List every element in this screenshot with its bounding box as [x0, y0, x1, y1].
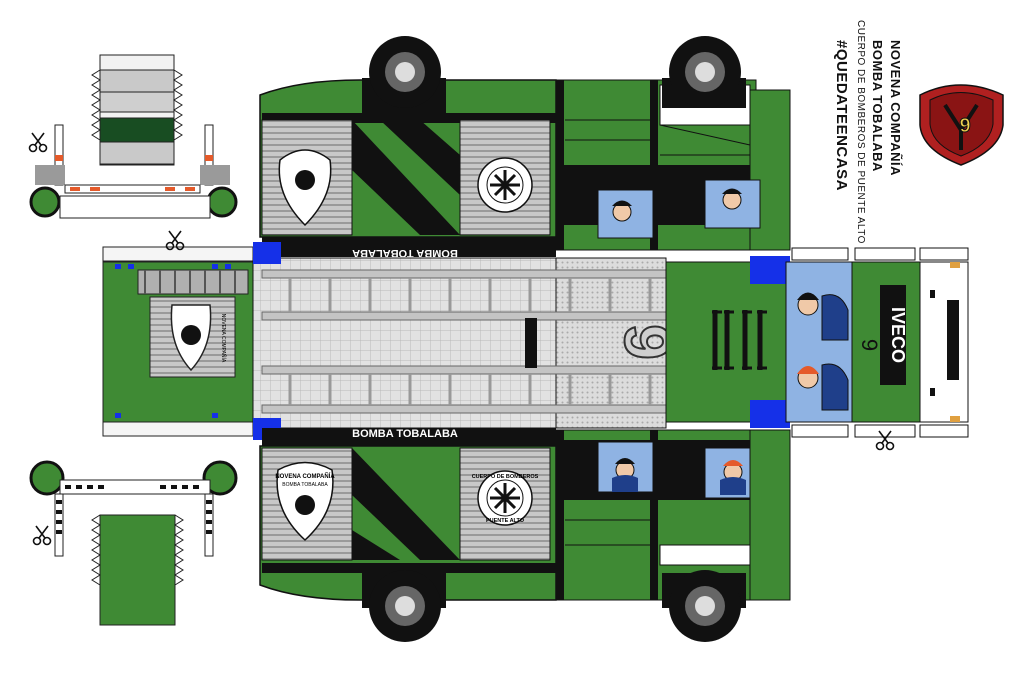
- header-line2: BOMBA TOBALABA: [870, 40, 885, 172]
- truck-roof: 9: [252, 242, 684, 440]
- rear-company-badge: NOVENA COMPAÑÍA: [170, 304, 227, 372]
- bottom-left-accessory-net: [29, 460, 238, 626]
- company-badge-line2: BOMBA TOBALABA: [282, 482, 328, 488]
- corps-emblem-sub: PUENTE ALTO: [486, 518, 525, 524]
- wheel-icon: [669, 36, 741, 108]
- header-line3: CUERPO DE BOMBEROS DE PUENTE ALTO: [855, 20, 866, 244]
- rear-badge-text: NOVENA COMPAÑÍA: [220, 314, 227, 363]
- wheel-icon: [669, 570, 741, 642]
- truck-bottom-cab: [555, 429, 791, 642]
- truck-top-side: BOMBA TOBALABA: [259, 36, 557, 259]
- corps-emblem-text: CUERPO DE BOMBEROS: [472, 474, 539, 480]
- company-shield-logo: 9: [919, 84, 1004, 166]
- header-line1: NOVENA COMPAÑÍA: [888, 40, 903, 177]
- wheel-icon: [369, 570, 441, 642]
- company-badge-line1: NOVENA COMPAÑÍA: [275, 472, 335, 480]
- side-label-top: BOMBA TOBALABA: [352, 247, 458, 259]
- header-hashtag: #QUEDATEENCASA: [833, 40, 850, 191]
- cab-number: 9: [857, 339, 882, 351]
- brand-label: IVECO: [888, 307, 908, 363]
- top-left-accessory-net: [28, 54, 238, 219]
- wheel-icon: [369, 36, 441, 108]
- truck-bottom-side: NOVENA COMPAÑÍA BOMBA TOBALABA CUERPO DE…: [259, 428, 557, 642]
- shield-number: 9: [959, 115, 970, 137]
- side-label-bottom: BOMBA TOBALABA: [352, 428, 458, 440]
- truck-top-cab: [555, 36, 791, 251]
- scissors-icon: [28, 132, 48, 153]
- scissors-icon: [32, 525, 52, 546]
- rear-panel: [102, 230, 254, 437]
- truck-hood: IVECO 9: [665, 247, 969, 451]
